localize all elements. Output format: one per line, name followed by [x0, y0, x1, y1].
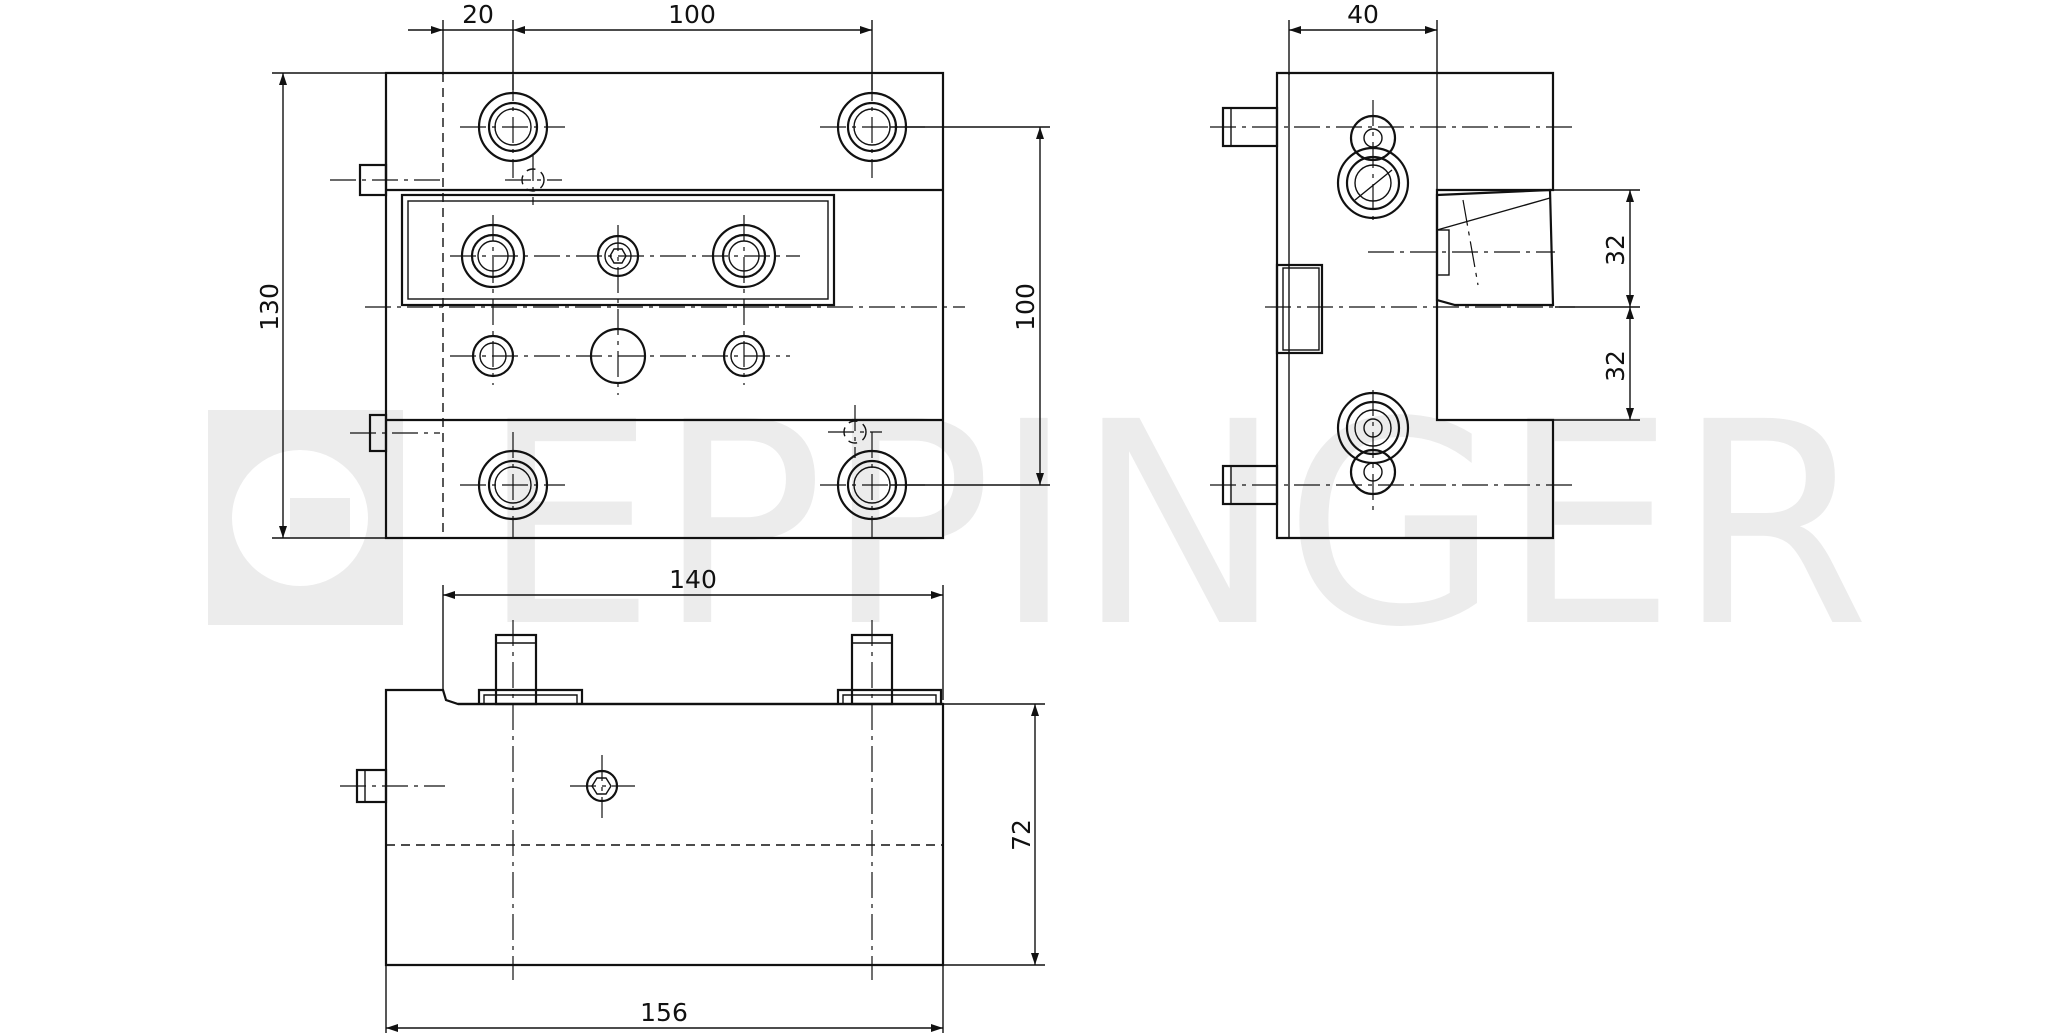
top-body-outline — [384, 688, 945, 967]
dim-32-upper: 32 — [1601, 234, 1630, 266]
top-pin-left — [494, 633, 538, 706]
watermark-text: EPPINGER — [480, 363, 1870, 689]
dim-156: 156 — [640, 998, 688, 1027]
dim-72: 72 — [1007, 819, 1036, 851]
side-centerlines — [1210, 100, 1575, 510]
dim-32-lower: 32 — [1601, 350, 1630, 382]
dim-100-top: 100 — [668, 0, 716, 29]
top-view — [340, 620, 945, 980]
side-view — [1210, 71, 1575, 540]
watermark: EPPINGER — [208, 363, 1870, 689]
dim-20: 20 — [462, 0, 494, 29]
side-body-outline — [1275, 71, 1555, 540]
watermark-logo-notch — [290, 498, 350, 538]
side-jaw-step — [1436, 229, 1450, 276]
front-jaw-insert — [400, 193, 836, 307]
dim-140: 140 — [669, 565, 717, 594]
top-centerlines — [340, 620, 873, 980]
front-view — [330, 71, 965, 540]
front-centerlines — [330, 75, 965, 538]
side-jaw-clamp — [1435, 188, 1555, 307]
side-dimensions: 40 32 32 — [1288, 0, 1640, 421]
dim-130: 130 — [255, 283, 284, 331]
dim-40: 40 — [1347, 0, 1379, 29]
front-body-outline — [384, 71, 945, 540]
top-guide-left — [477, 688, 584, 704]
front-dimensions: 20 100 130 100 — [255, 0, 1050, 539]
top-guide-right — [836, 688, 943, 704]
top-dimensions: 140 72 156 — [385, 565, 1045, 1033]
side-key-inner — [1282, 267, 1320, 351]
side-jaw-slope — [1436, 197, 1551, 231]
dim-100-right: 100 — [1011, 283, 1040, 331]
side-key-block — [1275, 263, 1324, 355]
